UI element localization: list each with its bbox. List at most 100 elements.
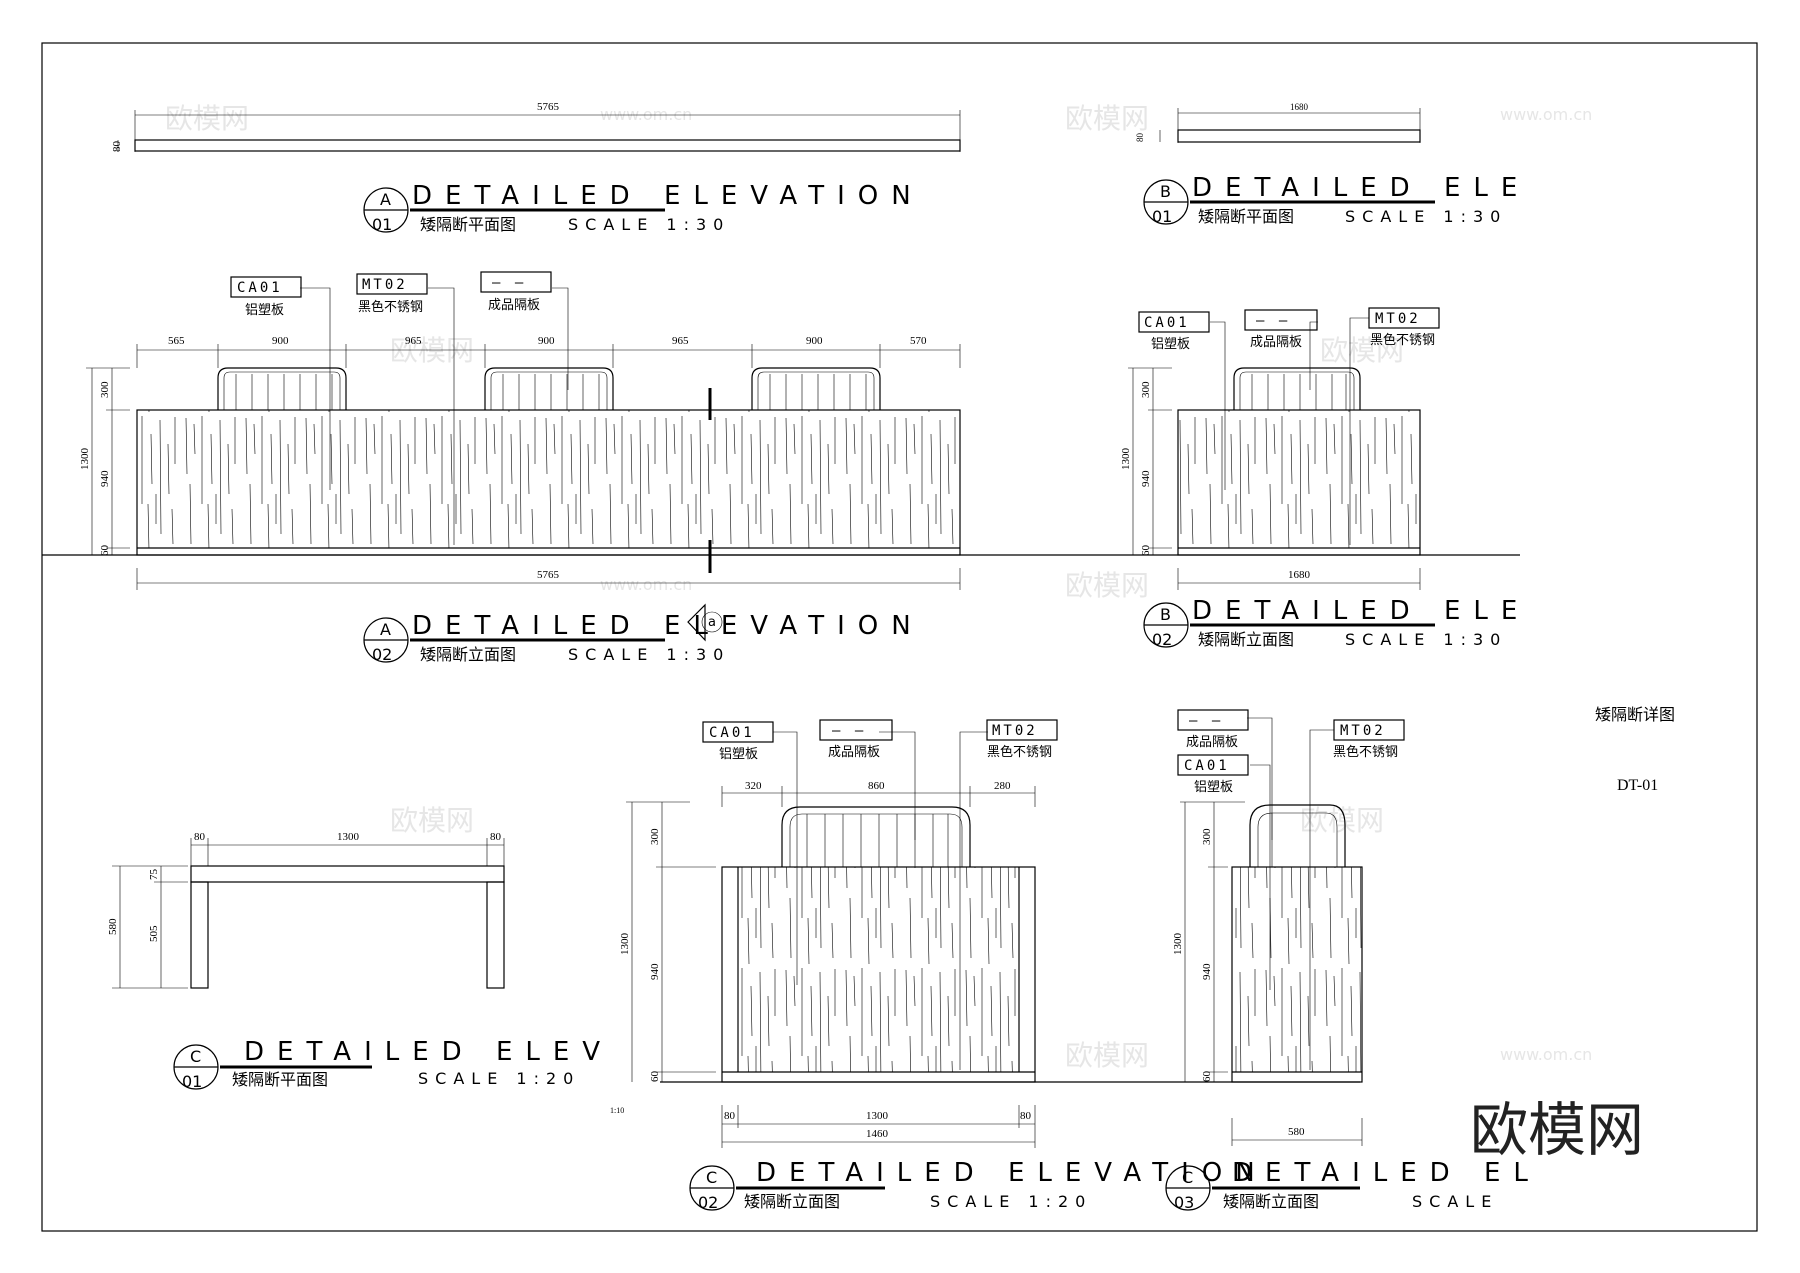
- svg-text:1300: 1300: [1172, 933, 1184, 956]
- elevation-a02: 565 900 965 900 965 900 570 1300 300 940…: [42, 287, 1520, 642]
- svg-text:60: 60: [649, 1071, 661, 1083]
- tags-c02: CA01 铝塑板 — — 成品隔板 MT02 黑色不锈钢: [702, 719, 1058, 762]
- plan-b01: 1680 80: [1135, 102, 1421, 143]
- svg-text:SCALE 1:30: SCALE 1:30: [568, 215, 730, 234]
- svg-text:SCALE 1:20: SCALE 1:20: [418, 1069, 580, 1088]
- svg-text:60: 60: [1140, 545, 1152, 557]
- svg-text:01: 01: [372, 215, 392, 234]
- svg-text:— —: — —: [1189, 713, 1223, 729]
- drawing-number: DT-01: [1617, 777, 1658, 794]
- svg-text:黑色不锈钢: 黑色不锈钢: [1370, 332, 1435, 348]
- tags-a02: CA01 铝塑板 MT02 黑色不锈钢 — — 成品隔板: [230, 271, 552, 318]
- svg-text:黑色不锈钢: 黑色不锈钢: [358, 299, 423, 315]
- svg-text:MT02: MT02: [992, 723, 1038, 739]
- sheet-border: [41, 42, 1758, 1232]
- title-c03: C 03 DETAILED EL 矮隔断立面图 SCALE: [1165, 1158, 1528, 1212]
- svg-text:75: 75: [148, 869, 160, 881]
- tags-c03: — — 成品隔板 CA01 铝塑板 MT02 黑色不锈钢: [1177, 709, 1405, 795]
- dim-a-h80: 80: [111, 141, 123, 153]
- title-b02-text: DETAILED ELE: [1192, 596, 1530, 626]
- svg-text:01: 01: [1152, 207, 1172, 226]
- svg-text:MT02: MT02: [1375, 311, 1421, 327]
- svg-text:铝塑板: 铝塑板: [1194, 780, 1233, 795]
- svg-text:— —: — —: [832, 723, 866, 739]
- svg-text:欧模网: 欧模网: [1065, 102, 1149, 135]
- svg-text:940: 940: [1140, 470, 1152, 487]
- svg-text:CA01: CA01: [1184, 758, 1230, 774]
- svg-text:1300: 1300: [337, 831, 360, 843]
- svg-text:1300: 1300: [1120, 448, 1132, 471]
- title-b02: B 02 DETAILED ELE 矮隔断立面图 SCALE 1:30: [1143, 596, 1530, 649]
- svg-text:成品隔板: 成品隔板: [1186, 735, 1238, 750]
- svg-text:SCALE 1:30: SCALE 1:30: [1345, 630, 1507, 649]
- svg-text:1300: 1300: [619, 933, 631, 956]
- svg-text:01: 01: [182, 1072, 202, 1091]
- svg-text:SCALE 1:30: SCALE 1:30: [1345, 207, 1507, 226]
- svg-text:02: 02: [372, 645, 392, 664]
- title-b01-text: DETAILED ELE: [1192, 173, 1530, 203]
- svg-text:SCALE: SCALE: [1412, 1192, 1498, 1211]
- svg-text:— —: — —: [492, 275, 526, 291]
- svg-text:565: 565: [168, 335, 185, 347]
- svg-text:900: 900: [806, 335, 823, 347]
- title-b01: B 01 DETAILED ELE 矮隔断平面图 SCALE 1:30: [1143, 173, 1530, 226]
- svg-text:1300: 1300: [79, 448, 91, 471]
- svg-text:900: 900: [272, 335, 289, 347]
- svg-text:02: 02: [698, 1193, 718, 1212]
- svg-text:1680: 1680: [1290, 102, 1309, 112]
- svg-text:欧模网: 欧模网: [390, 334, 474, 367]
- title-a02: A 02 DETAILED ELEVATION 矮隔断立面图 SCALE 1:3…: [363, 611, 911, 664]
- svg-text:CA01: CA01: [709, 725, 755, 741]
- svg-text:940: 940: [649, 963, 661, 980]
- plan-a01: 5765 80: [111, 101, 961, 153]
- svg-text:CA01: CA01: [237, 280, 283, 296]
- svg-text:欧模网: 欧模网: [1065, 1039, 1149, 1072]
- svg-text:www.om.cn: www.om.cn: [1500, 1045, 1592, 1064]
- svg-text:5765: 5765: [537, 569, 560, 581]
- svg-text:1:10: 1:10: [610, 1106, 624, 1115]
- svg-text:成品隔板: 成品隔板: [828, 745, 880, 760]
- watermark-big: 欧模网: [1470, 1096, 1644, 1164]
- elevation-c03: 1300 300 940 60 580: [1172, 717, 1363, 1146]
- title-a01-text: DETAILED ELEVATION: [412, 181, 924, 211]
- svg-text:成品隔板: 成品隔板: [488, 298, 540, 313]
- svg-text:欧模网: 欧模网: [1320, 334, 1404, 367]
- dim-a-total: 5765: [537, 101, 560, 113]
- svg-text:B: B: [1160, 182, 1171, 201]
- svg-text:80: 80: [724, 1110, 736, 1122]
- svg-text:300: 300: [1201, 828, 1213, 845]
- title-c01-text: DETAILED ELEV: [244, 1037, 613, 1067]
- svg-text:505: 505: [148, 925, 160, 942]
- svg-text:矮隔断立面图: 矮隔断立面图: [1223, 1192, 1319, 1211]
- svg-text:矮隔断立面图: 矮隔断立面图: [744, 1192, 840, 1211]
- svg-text:欧模网: 欧模网: [1300, 804, 1384, 837]
- watermarks: 欧模网 www.om.cn 欧模网 www.om.cn 欧模网 欧模网 www.…: [165, 102, 1592, 1072]
- svg-text:965: 965: [672, 335, 689, 347]
- svg-text:A: A: [380, 620, 391, 639]
- svg-text:580: 580: [1288, 1126, 1305, 1138]
- svg-text:矮隔断平面图: 矮隔断平面图: [420, 215, 516, 234]
- svg-text:欧模网: 欧模网: [1065, 569, 1149, 602]
- svg-text:铝塑板: 铝塑板: [719, 747, 758, 762]
- svg-text:矮隔断平面图: 矮隔断平面图: [232, 1070, 328, 1089]
- svg-text:A: A: [380, 190, 391, 209]
- svg-text:320: 320: [745, 780, 762, 792]
- detail-marker: a: [708, 615, 716, 630]
- svg-text:矮隔断立面图: 矮隔断立面图: [1198, 630, 1294, 649]
- svg-text:570: 570: [910, 335, 927, 347]
- svg-text:80: 80: [1020, 1110, 1032, 1122]
- svg-text:1680: 1680: [1288, 569, 1311, 581]
- svg-text:965: 965: [405, 335, 422, 347]
- svg-text:860: 860: [868, 780, 885, 792]
- svg-text:900: 900: [538, 335, 555, 347]
- svg-text:1460: 1460: [866, 1128, 889, 1140]
- svg-text:SCALE 1:20: SCALE 1:20: [930, 1192, 1092, 1211]
- svg-text:MT02: MT02: [1340, 723, 1386, 739]
- svg-text:SCALE 1:30: SCALE 1:30: [568, 645, 730, 664]
- svg-text:www.om.cn: www.om.cn: [1500, 105, 1592, 124]
- svg-text:CA01: CA01: [1144, 315, 1190, 331]
- svg-text:60: 60: [1201, 1071, 1213, 1083]
- svg-text:C: C: [706, 1168, 717, 1187]
- svg-text:欧模网: 欧模网: [390, 804, 474, 837]
